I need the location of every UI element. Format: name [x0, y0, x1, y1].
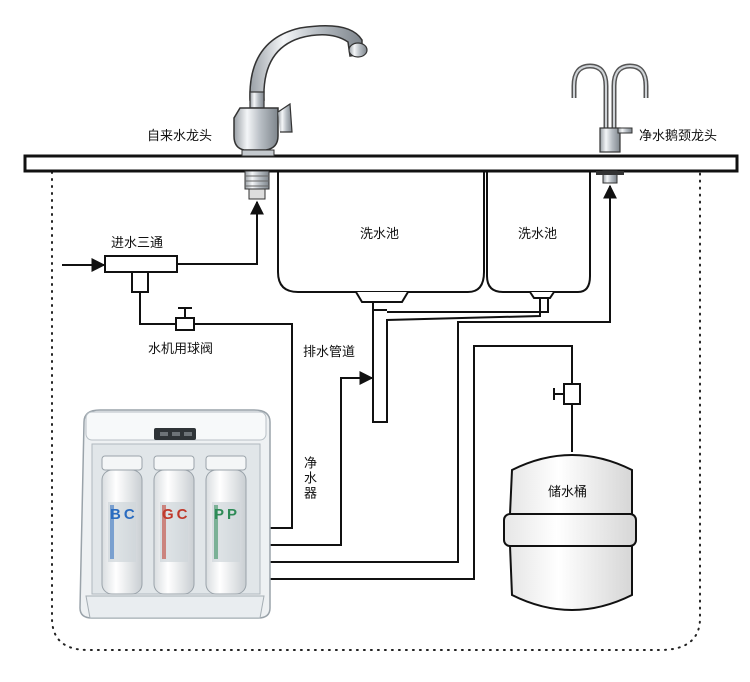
storage-tank	[503, 454, 637, 611]
purifier-unit	[79, 409, 271, 619]
tank-line	[262, 345, 573, 580]
sink-right-label: 洗水池	[518, 227, 558, 242]
gooseneck-faucet-label: 净水鹅颈龙头	[639, 129, 718, 144]
storage-tank-label: 储水桶	[548, 485, 588, 500]
purifier-drain-line	[262, 371, 374, 546]
tank-valve	[553, 383, 581, 405]
tap-water-faucet-label: 自来水龙头	[147, 129, 213, 144]
countertop	[23, 154, 739, 173]
inlet-tee-label: 进水三通	[111, 236, 164, 251]
valve-line	[139, 292, 176, 325]
gooseneck-faucet	[571, 63, 649, 184]
purified-water-line	[262, 184, 617, 563]
ball-valve	[175, 307, 195, 331]
filter-label-gc: GC	[162, 506, 191, 523]
purifier-feed-line	[194, 323, 293, 529]
filter-label-bc: BC	[110, 506, 138, 523]
tap-feed-line	[177, 200, 264, 265]
sink-left-label: 洗水池	[360, 227, 400, 242]
tap-water-faucet	[233, 25, 368, 200]
sink-left-drain	[355, 291, 409, 303]
ball-valve-label: 水机用球阀	[148, 342, 214, 357]
drain-pipe-label: 排水管道	[303, 345, 356, 360]
filter-label-pp: PP	[214, 506, 241, 523]
purifier-label: 净水器	[301, 456, 316, 501]
drain-pipe	[372, 297, 549, 423]
inlet-tee	[104, 255, 178, 273]
